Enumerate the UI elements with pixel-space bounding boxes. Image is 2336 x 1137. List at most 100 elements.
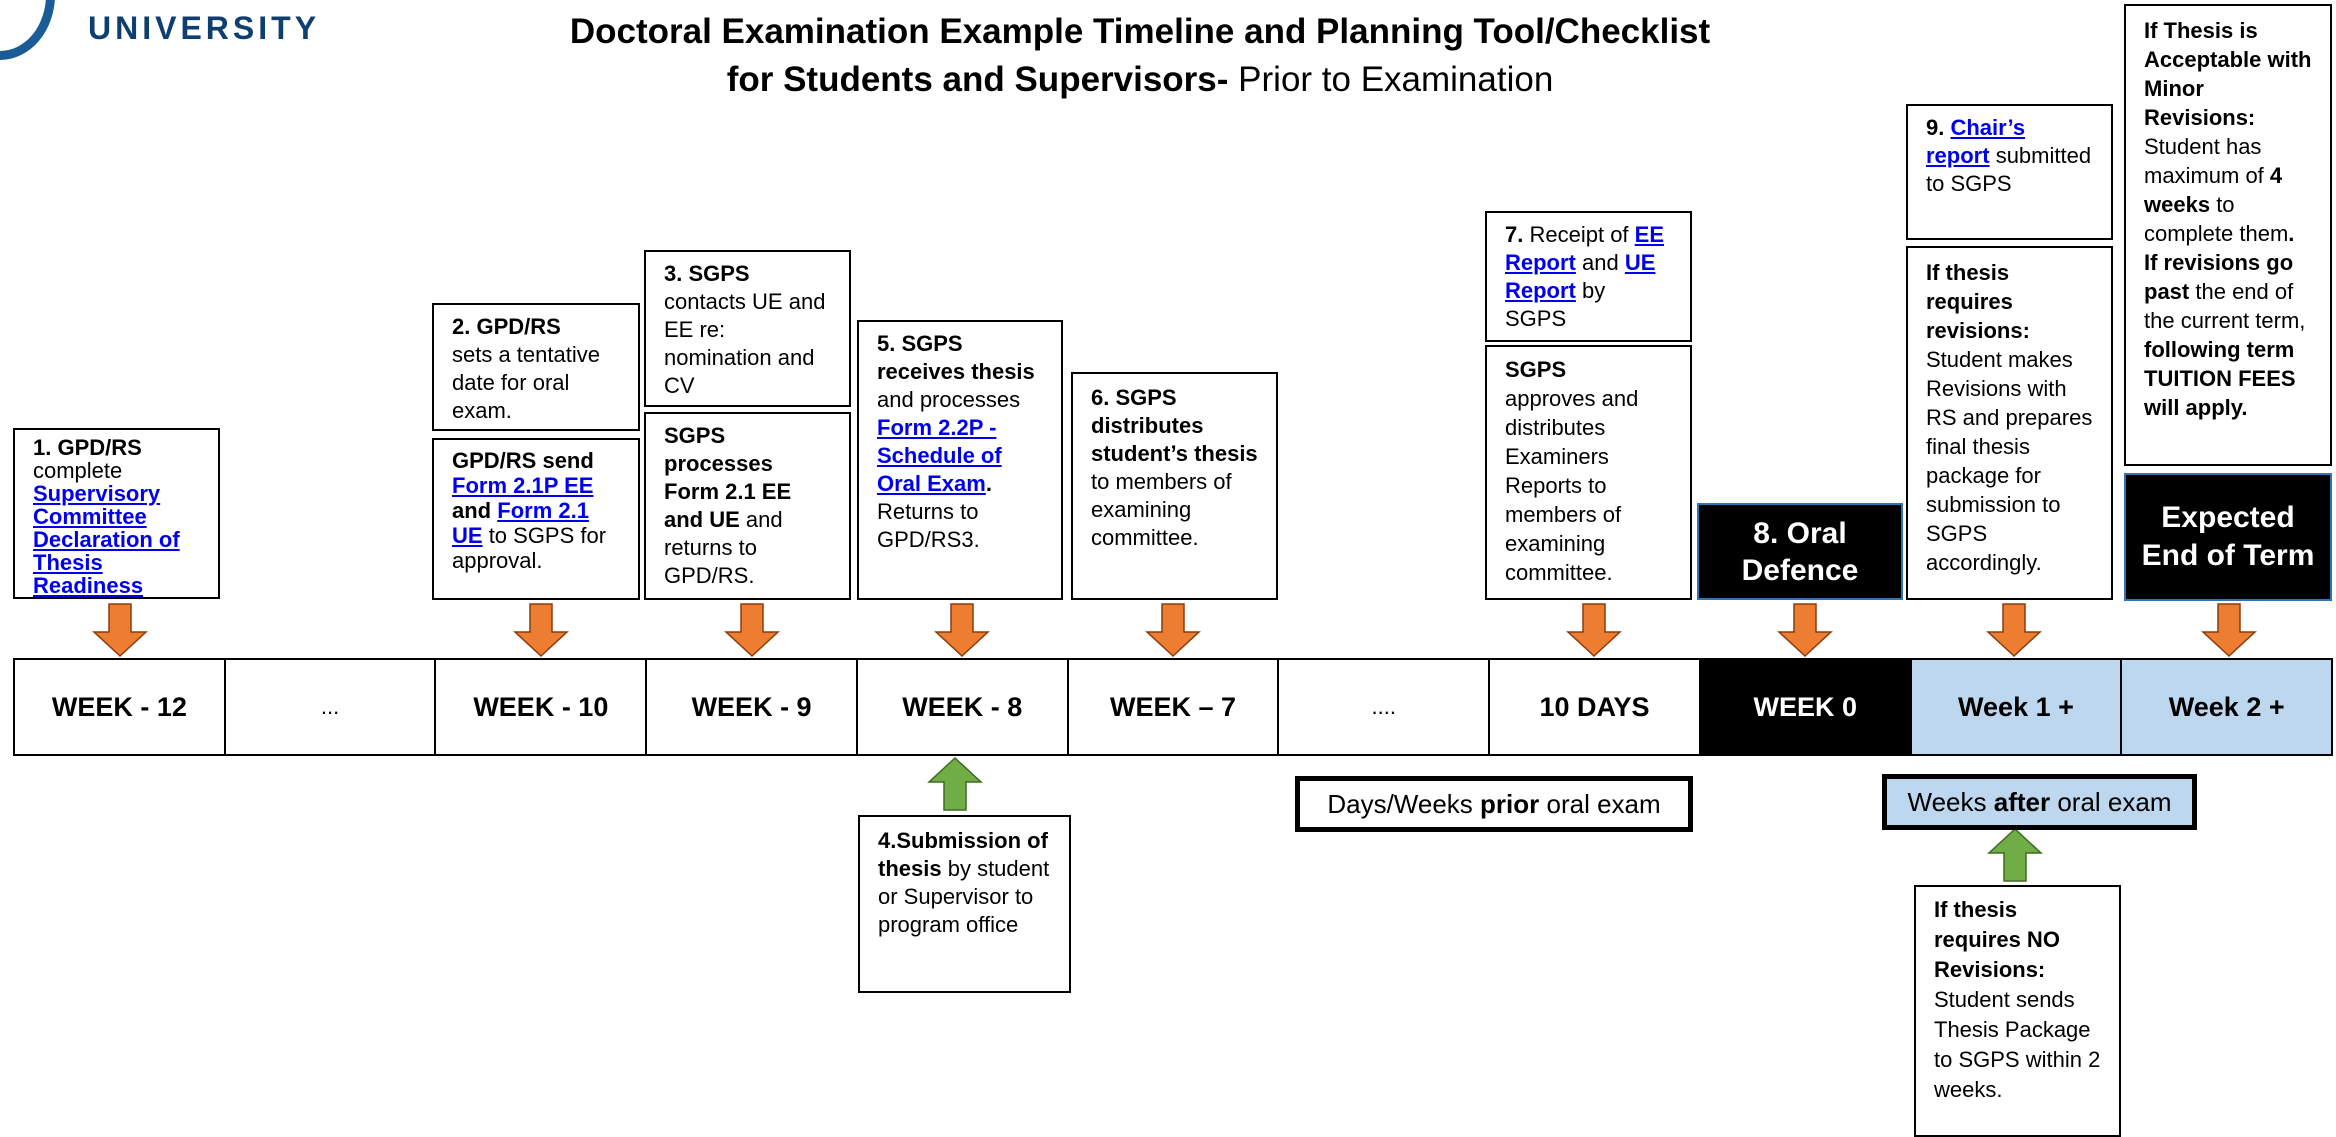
step-9b-rest: Student makes Revisions with RS and prep… — [1926, 347, 2093, 575]
step-7b-box: SGPS approves and distributes Examiners … — [1485, 345, 1692, 600]
down-arrow-icon — [934, 603, 990, 658]
no-rev-rest: Student sends Thesis Package to SGPS wit… — [1934, 987, 2101, 1102]
timeline-cell: WEEK – 7 — [1069, 660, 1280, 754]
step-5-box: 5. SGPS receives thesis and processes Fo… — [857, 320, 1063, 600]
step-3-head: 3. SGPS — [664, 261, 750, 286]
page-title: Doctoral Examination Example Timeline an… — [400, 8, 1880, 104]
timeline-cell: WEEK - 9 — [647, 660, 858, 754]
timeline-cell: .... — [1279, 660, 1491, 754]
down-arrow-icon — [1566, 603, 1622, 658]
ue-report-link[interactable]: UE Report — [1505, 250, 1656, 303]
supervisory-committee-declaration-link[interactable]: Supervisory Committee Declaration of The… — [33, 481, 180, 598]
after-text-1: Weeks — [1907, 786, 1987, 817]
minor-revisions-box: If Thesis is Acceptable with Minor Revis… — [2124, 4, 2332, 466]
step-4-rest: by student or Supervisor to program offi… — [878, 856, 1050, 937]
step-2b-head: GPD/RS send — [452, 448, 594, 473]
no-rev-head: If thesis requires NO Revisions: — [1934, 897, 2060, 982]
step-5-rest: Returns to GPD/RS3. — [877, 499, 980, 552]
step-1-text: complete — [33, 458, 123, 483]
chairs-report-link[interactable]: Chair’s report — [1926, 115, 2026, 168]
step-9-box: 9. Chair’s report submitted to SGPS — [1906, 104, 2113, 240]
step-4-head: 4.Submission of thesis — [878, 828, 1048, 881]
form-2-2p-link[interactable]: Form 2.2P - Schedule of Oral Exam — [877, 415, 1002, 496]
no-revisions-box: If thesis requires NO Revisions: Student… — [1914, 885, 2121, 1137]
form-2-1p-ee-link[interactable]: Form 2.1P EE — [452, 473, 594, 498]
down-arrow-icon — [1986, 603, 2042, 658]
minor-t2: to complete them — [2144, 192, 2289, 246]
step-7-rest: by SGPS — [1505, 278, 1606, 331]
up-arrow-icon — [1987, 827, 2043, 882]
timeline-bar: WEEK - 12 ... WEEK - 10 WEEK - 9 WEEK - … — [13, 658, 2333, 756]
down-arrow-icon — [1145, 603, 1201, 658]
minor-b3: If revisions go past — [2144, 250, 2294, 304]
down-arrow-icon — [1777, 603, 1833, 658]
step-9-head: 9. — [1926, 115, 1945, 140]
step-9-rest: submitted to SGPS — [1926, 143, 2092, 196]
ee-report-link[interactable]: EE Report — [1505, 222, 1665, 275]
step-6-rest: to members of examining committee. — [1091, 469, 1232, 550]
step-3b-head: SGPS processes Form 2.1 EE and UE — [664, 423, 792, 532]
timeline-cell: WEEK - 10 — [436, 660, 648, 754]
prior-text-2: oral exam — [1546, 788, 1661, 819]
timeline-cell-week-0: WEEK 0 — [1700, 660, 1912, 754]
step-9b-head: If thesis requires revisions: — [1926, 260, 2030, 343]
timeline-cell: 10 DAYS — [1490, 660, 1701, 754]
minor-b2: 4 weeks — [2144, 163, 2283, 217]
oral-defence-box: 8. Oral Defence — [1697, 503, 1903, 600]
step-1-box: 1. GPD/RS complete Supervisory Committee… — [13, 428, 220, 599]
prior-oral-exam-note: Days/Weeks prior oral exam — [1295, 776, 1693, 832]
step-6-head: 6. SGPS distributes student’s thesis — [1091, 385, 1258, 466]
title-line-2-bold: for Students and Supervisors- — [726, 60, 1229, 99]
expected-end-of-term-box: Expected End of Term — [2124, 473, 2332, 601]
step-2-head: 2. GPD/RS — [452, 314, 561, 339]
university-logo: UNIVERSITY — [0, 0, 470, 78]
step-6-box: 6. SGPS distributes student’s thesis to … — [1071, 372, 1278, 600]
expected-end-label: Expected End of Term — [2141, 501, 2315, 572]
timeline-cell: ... — [226, 660, 437, 754]
timeline-cell-week-2: Week 2 + — [2122, 660, 2332, 754]
title-line-1: Doctoral Examination Example Timeline an… — [569, 12, 1711, 51]
step-7b-rest: approves and distributes Examiners Repor… — [1505, 386, 1639, 585]
step-5-head: 5. SGPS receives thesis — [877, 331, 1035, 384]
minor-t3: the end of the current term, — [2144, 279, 2306, 333]
step-5-mid: and processes — [877, 387, 1021, 412]
step-2b-rest: to SGPS for approval. — [452, 523, 607, 573]
step-3b-box: SGPS processes Form 2.1 EE and UE and re… — [644, 412, 851, 600]
form-2-1-ue-link[interactable]: Form 2.1 UE — [452, 498, 589, 548]
logo-text: UNIVERSITY — [88, 10, 321, 46]
step-7-text: Receipt of — [1529, 222, 1629, 247]
timeline-cell: WEEK - 8 — [858, 660, 1069, 754]
minor-t1: Student has maximum of — [2144, 134, 2264, 188]
down-arrow-icon — [513, 603, 569, 658]
step-4-box: 4.Submission of thesis by student or Sup… — [858, 815, 1071, 993]
timeline-cell-week-1: Week 1 + — [1911, 660, 2123, 754]
after-bold: after — [1993, 786, 2051, 817]
step-2-box: 2. GPD/RS sets a tentative date for oral… — [432, 303, 640, 431]
step-7-head: 7. — [1505, 222, 1524, 247]
minor-b4: following term TUITION FEES will apply. — [2144, 337, 2296, 420]
step-3b-rest: and returns to GPD/RS. — [664, 507, 783, 588]
step-7-box: 7. Receipt of EE Report and UE Report by… — [1485, 211, 1692, 342]
step-2b-box: GPD/RS send Form 2.1P EE and Form 2.1 UE… — [432, 438, 640, 600]
step-1-head: 1. GPD/RS — [33, 435, 142, 460]
up-arrow-icon — [927, 756, 983, 811]
step-7b-head: SGPS — [1505, 357, 1567, 382]
down-arrow-icon — [2201, 603, 2257, 658]
down-arrow-icon — [724, 603, 780, 658]
step-5-dot: . — [985, 471, 992, 496]
after-oral-exam-note: Weeks after oral exam — [1882, 774, 2197, 830]
step-2-text: sets a tentative date for oral exam. — [452, 342, 600, 423]
step-9b-box: If thesis requires revisions: Student ma… — [1906, 246, 2113, 600]
prior-bold: prior — [1480, 788, 1540, 819]
step-7-and: and — [1582, 250, 1619, 275]
oral-defence-label: 8. Oral Defence — [1741, 516, 1859, 587]
title-line-2-rest: Prior to Examination — [1228, 60, 1554, 99]
step-3-text: contacts UE and EE re: nomination and CV — [664, 289, 826, 398]
step-2b-and: and — [452, 498, 492, 523]
step-3-box: 3. SGPS contacts UE and EE re: nominatio… — [644, 250, 851, 407]
down-arrow-icon — [92, 603, 148, 658]
minor-b1: If Thesis is Acceptable with Minor Revis… — [2144, 18, 2312, 130]
timeline-cell: WEEK - 12 — [15, 660, 226, 754]
after-text-2: oral exam — [2057, 786, 2172, 817]
